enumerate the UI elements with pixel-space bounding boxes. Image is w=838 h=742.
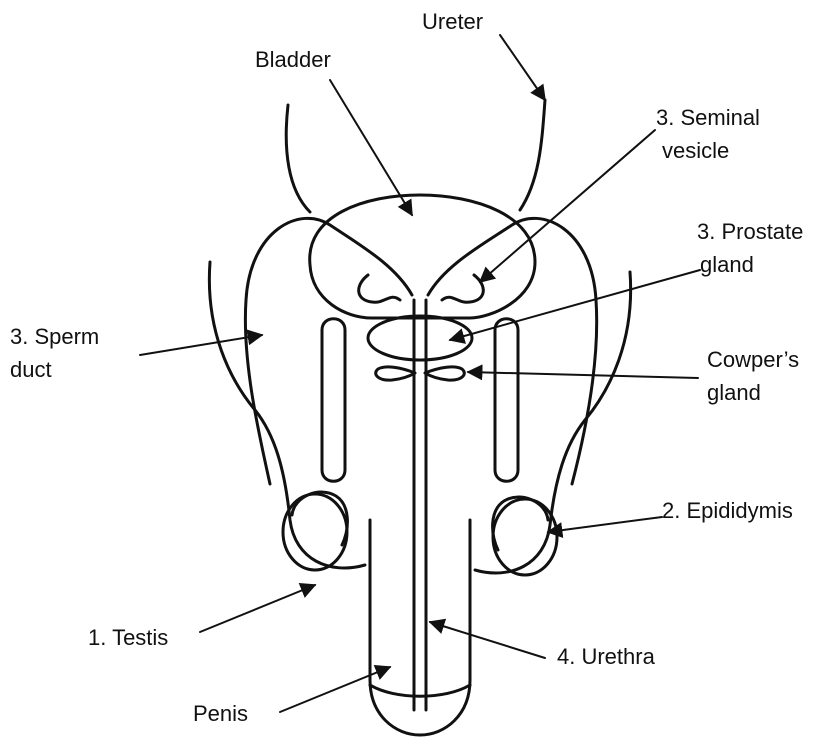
cowpers-gland-arrow: [468, 372, 698, 378]
bladder-arrow: [330, 80, 412, 215]
cowpers-gland-left: [376, 367, 415, 380]
scrotum-right: [475, 272, 631, 573]
penis-glans-line: [370, 685, 470, 696]
prostate-gland-arrow: [450, 270, 700, 340]
label-sperm-duct-line1: 3. Sperm: [10, 323, 99, 351]
label-urethra: 4. Urethra: [557, 643, 655, 671]
ureter-arrow: [500, 35, 545, 100]
scrotum-left: [209, 262, 365, 568]
label-prostate-gland-line2: gland: [700, 251, 754, 279]
seminal-vesicle-arrow: [480, 130, 655, 282]
label-cowpers-gland-line1: Cowper’s: [707, 346, 799, 374]
label-seminal-vesicle-line1: 3. Seminal: [656, 104, 760, 132]
label-ureter: Ureter: [422, 8, 483, 36]
epididymis-arrow: [548, 517, 662, 532]
label-bladder: Bladder: [255, 46, 331, 74]
label-testis: 1. Testis: [88, 624, 168, 652]
bladder-shape: [310, 195, 535, 318]
cowpers-gland-right: [425, 367, 464, 380]
erectile-column-right: [495, 319, 518, 482]
label-epididymis: 2. Epididymis: [662, 497, 793, 525]
ureter-left: [286, 105, 310, 212]
epididymis-right-shape: [493, 497, 548, 550]
seminal-vesicle-right: [442, 275, 483, 302]
seminal-vesicle-left: [359, 275, 400, 302]
erectile-column-left: [322, 319, 345, 482]
label-prostate-gland-line1: 3. Prostate: [697, 218, 803, 246]
label-seminal-vesicle-line2: vesicle: [662, 137, 729, 165]
label-penis: Penis: [193, 700, 248, 728]
label-cowpers-gland-line2: gland: [707, 379, 761, 407]
testis-arrow: [200, 585, 315, 632]
penis-shape: [370, 520, 470, 735]
sperm-duct-left: [245, 218, 412, 484]
sperm-duct-arrow: [140, 335, 262, 355]
epididymis-left-shape: [292, 492, 347, 545]
ureter-right: [520, 100, 545, 210]
urethra-arrow: [430, 622, 545, 658]
label-sperm-duct-line2: duct: [10, 356, 52, 384]
